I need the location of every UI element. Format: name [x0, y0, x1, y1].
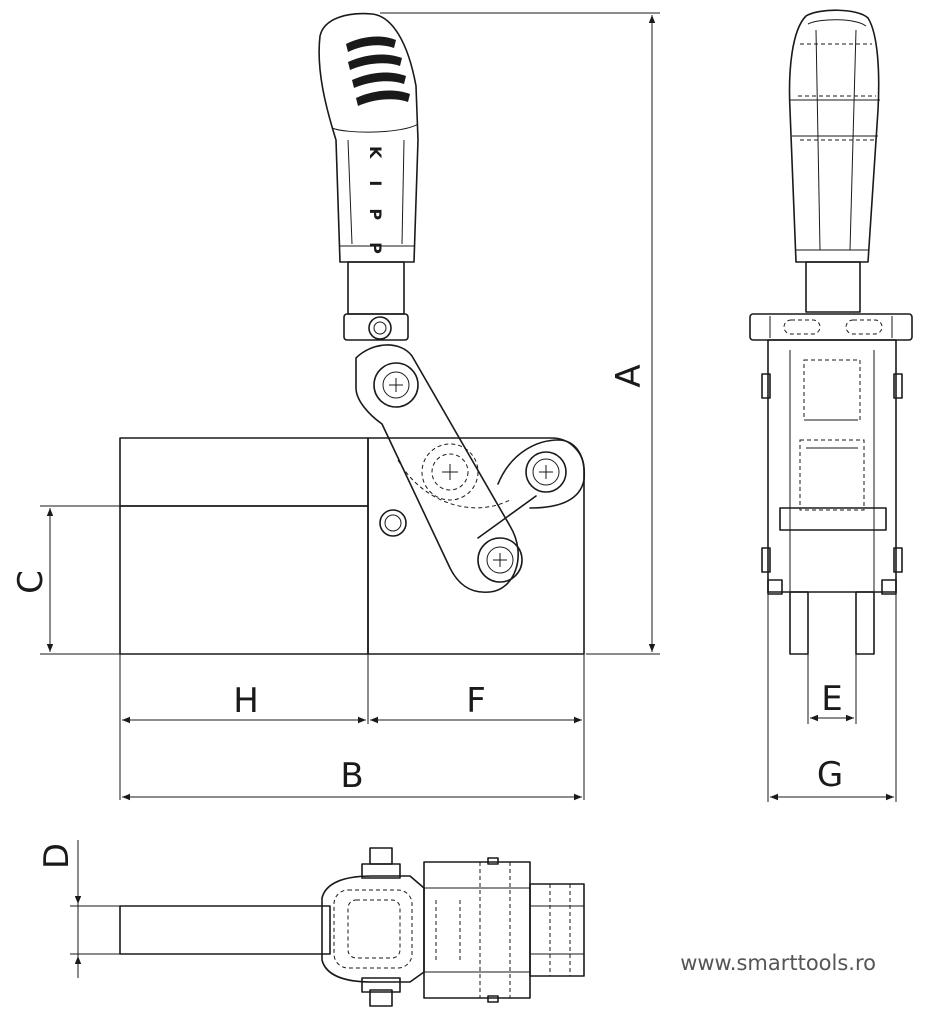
dimension-label-c: C: [11, 570, 51, 594]
front-pivot-nut: [525, 451, 567, 493]
side-clamp-plate: [779, 507, 887, 531]
front-view: KIPP: [119, 12, 585, 655]
top-pin-lower: [369, 989, 393, 1007]
top-jaw: [529, 883, 585, 977]
top-pin-upper: [369, 847, 393, 865]
dimension-label-f: F: [466, 681, 486, 721]
front-hidden-pivot: [421, 443, 479, 501]
side-dimensions: E G: [767, 592, 897, 802]
dimension-label-a: A: [609, 364, 649, 387]
top-view: [119, 847, 585, 1007]
side-leg-left: [789, 591, 809, 655]
top-body: [423, 861, 531, 999]
dimension-label-e: E: [821, 679, 842, 719]
front-base-left-block: [119, 505, 369, 655]
handle-marking: KIPP: [366, 146, 385, 276]
front-handle-grip: [318, 12, 419, 263]
handle-marking-text: KIPP: [366, 146, 385, 276]
front-pivot-bracket: [497, 439, 585, 509]
top-dimensions: D: [37, 840, 120, 978]
front-lever-pin-lower: [477, 537, 523, 583]
front-connecting-link: [477, 495, 537, 539]
side-frame: [767, 339, 897, 593]
dimension-label-h: H: [233, 681, 259, 721]
side-handle-grip: [788, 9, 880, 263]
front-dimensions: A C H F B: [11, 12, 660, 801]
side-cross-bar: [749, 313, 913, 341]
top-handle-bar: [119, 905, 331, 955]
front-base-right-block: [367, 437, 585, 655]
front-lever-link: [355, 344, 519, 593]
front-base-top-plate: [119, 437, 369, 507]
dimension-label-b: B: [340, 756, 363, 796]
dimension-label-g: G: [817, 755, 843, 795]
side-leg-right: [855, 591, 875, 655]
front-lever-pin-upper: [373, 362, 419, 408]
watermark-text: www.smarttools.ro: [680, 951, 876, 975]
front-hex-nut: [379, 509, 407, 537]
side-handle-shaft: [805, 261, 861, 313]
top-grip-head: [321, 875, 425, 983]
side-view: [749, 9, 913, 655]
dimension-label-d: D: [37, 843, 77, 869]
